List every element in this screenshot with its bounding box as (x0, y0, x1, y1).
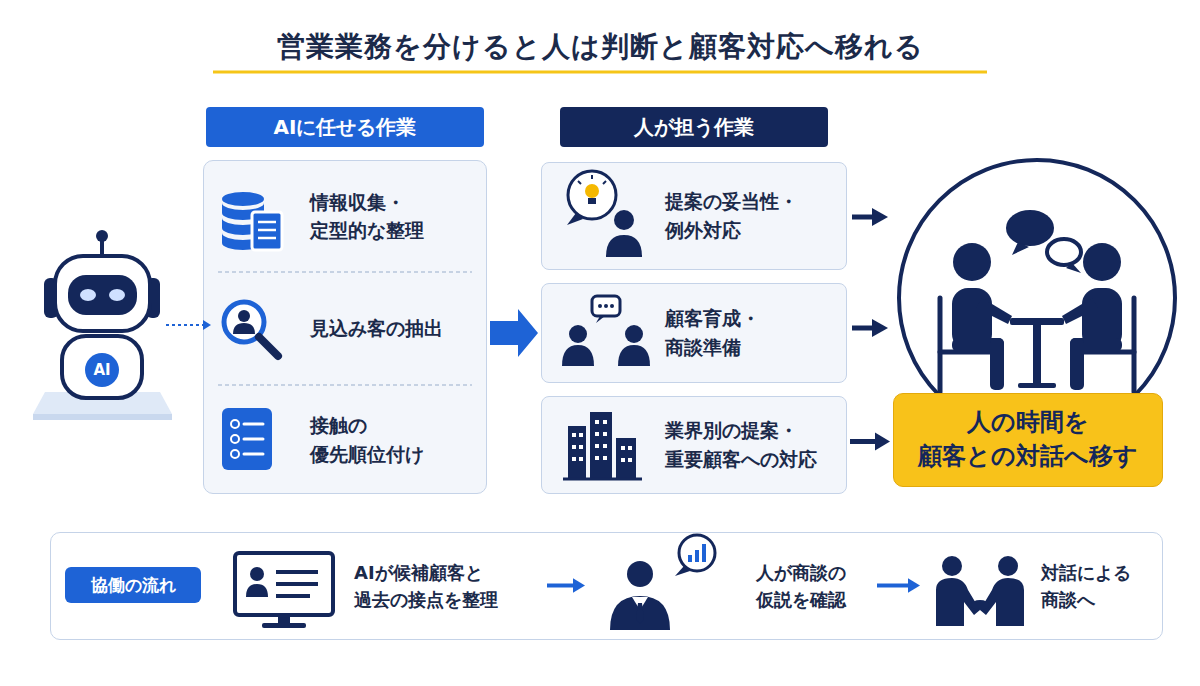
robot-antenna-tip (96, 230, 108, 242)
text-holder: 業界別の提案・ 重要顧客への対応 (665, 397, 843, 492)
person-body (952, 288, 992, 350)
node-text: 協働の流れ (91, 574, 176, 597)
robot-ear (44, 278, 58, 318)
arrow-head (875, 433, 890, 451)
person-leg (1070, 338, 1084, 390)
person-head (953, 243, 991, 281)
robot-visor (68, 275, 137, 315)
text-holder: 人の時間を 顧客との対話へ移す (894, 394, 1162, 486)
text-holder: AIに任せる作業 (206, 107, 484, 147)
text-holder: 対話による 商談へ (1041, 533, 1154, 638)
node-text: 見込み客の抽出 (310, 314, 443, 343)
robot-icon (33, 230, 211, 420)
node-text: 対話による 商談へ (1041, 559, 1131, 613)
robot-platform-edge (33, 414, 172, 420)
diagram-title: 営業業務を分けると人は判断と顧客対応へ移れる (0, 28, 1200, 66)
node-text: 情報収集・ 定型的な整理 (310, 188, 424, 245)
chair-back (1132, 298, 1137, 392)
pointer-arrow-head (872, 319, 888, 337)
speech-bubble (1006, 210, 1054, 246)
person-body (1082, 288, 1122, 350)
robot-badge (85, 353, 119, 387)
result-box: 人の時間を 顧客との対話へ移す (893, 393, 1163, 487)
robot-text: AI (85, 358, 119, 382)
person-head (1083, 243, 1121, 281)
speech-tail (1012, 242, 1029, 255)
flow-connector (850, 433, 890, 451)
node-text: 人の時間を 顧客との対話へ移す (918, 406, 1138, 473)
pointer-arrow (852, 215, 874, 220)
text-holder: 情報収集・ 定型的な整理 (310, 160, 482, 272)
section-header: 人が担う作業 (560, 107, 828, 147)
robot-head (55, 256, 150, 331)
person-leg (952, 338, 1004, 352)
person-arm (1062, 298, 1098, 324)
text-holder: 人が担う作業 (560, 107, 828, 147)
robot-eye (109, 289, 125, 301)
block-arrow (490, 309, 538, 357)
text-holder: 提案の妥当性・ 例外対応 (665, 163, 843, 268)
text-holder: AIが候補顧客と 過去の接点を整理 (354, 533, 539, 638)
text-holder: 協働の流れ (65, 567, 201, 603)
text-holder: 人が商談の 仮説を確認 (756, 533, 869, 638)
robot-body (62, 336, 142, 398)
person-leg (990, 338, 1004, 390)
node-text: 人が担う作業 (634, 114, 754, 141)
node-text: AIに任せる作業 (274, 114, 417, 141)
task-row: 見込み客の抽出 (203, 272, 487, 385)
task-box: 顧客育成・ 商談準備 (541, 283, 847, 383)
title-underline (213, 71, 987, 74)
text-holder: 接触の 優先順位付け (310, 385, 482, 494)
node-text: 接触の 優先順位付け (310, 411, 424, 468)
speech-bubble (1047, 239, 1081, 265)
meeting-icon (940, 210, 1134, 392)
table-base (1018, 383, 1056, 388)
task-row: 情報収集・ 定型的な整理 (203, 160, 487, 272)
chair-seat (1084, 350, 1134, 355)
robot-antenna (100, 240, 104, 258)
table-top (1010, 318, 1064, 325)
robot-ear (146, 278, 160, 318)
person-arm (976, 298, 1012, 324)
node-text: 業界別の提案・ 重要顧客への対応 (665, 416, 817, 473)
flow-step: 人が商談の 仮説を確認 (591, 533, 871, 638)
pointer-arrow-head (872, 208, 888, 226)
chair-seat (940, 350, 990, 355)
chair-back (938, 298, 943, 392)
node-text: AIが候補顧客と 過去の接点を整理 (354, 559, 498, 613)
pointer-arrow (852, 326, 874, 331)
flow-step: 対話による 商談へ (926, 533, 1156, 638)
task-box: 業界別の提案・ 重要顧客への対応 (541, 396, 847, 494)
flow-connector (490, 309, 538, 357)
robot-eye (80, 289, 96, 301)
task-panel: AIに任せる作業情報収集・ 定型的な整理見込み客の抽出接触の 優先順位付け (203, 107, 487, 494)
node-text: 提案の妥当性・ 例外対応 (665, 187, 798, 244)
speech-tail (1066, 263, 1081, 273)
flow-step: AIが候補顧客と 過去の接点を整理 (231, 533, 541, 638)
text-holder: 顧客育成・ 商談準備 (665, 284, 843, 381)
text-holder: 見込み客の抽出 (310, 272, 482, 385)
flow-band: 協働の流れ AIが候補顧客と 過去の接点を整理 人が商談の 仮説を確認 対話による 商… (50, 532, 1163, 640)
node-text: 人が商談の 仮説を確認 (756, 559, 846, 613)
person-leg (1070, 338, 1122, 352)
robot-platform (33, 392, 172, 414)
node-text: 顧客育成・ 商談準備 (665, 304, 760, 361)
task-row: 接触の 優先順位付け (203, 385, 487, 494)
task-box: 提案の妥当性・ 例外対応 (541, 162, 847, 270)
dotted-leader (166, 324, 203, 326)
arrow-shaft (850, 439, 876, 444)
table-stem (1033, 325, 1041, 385)
